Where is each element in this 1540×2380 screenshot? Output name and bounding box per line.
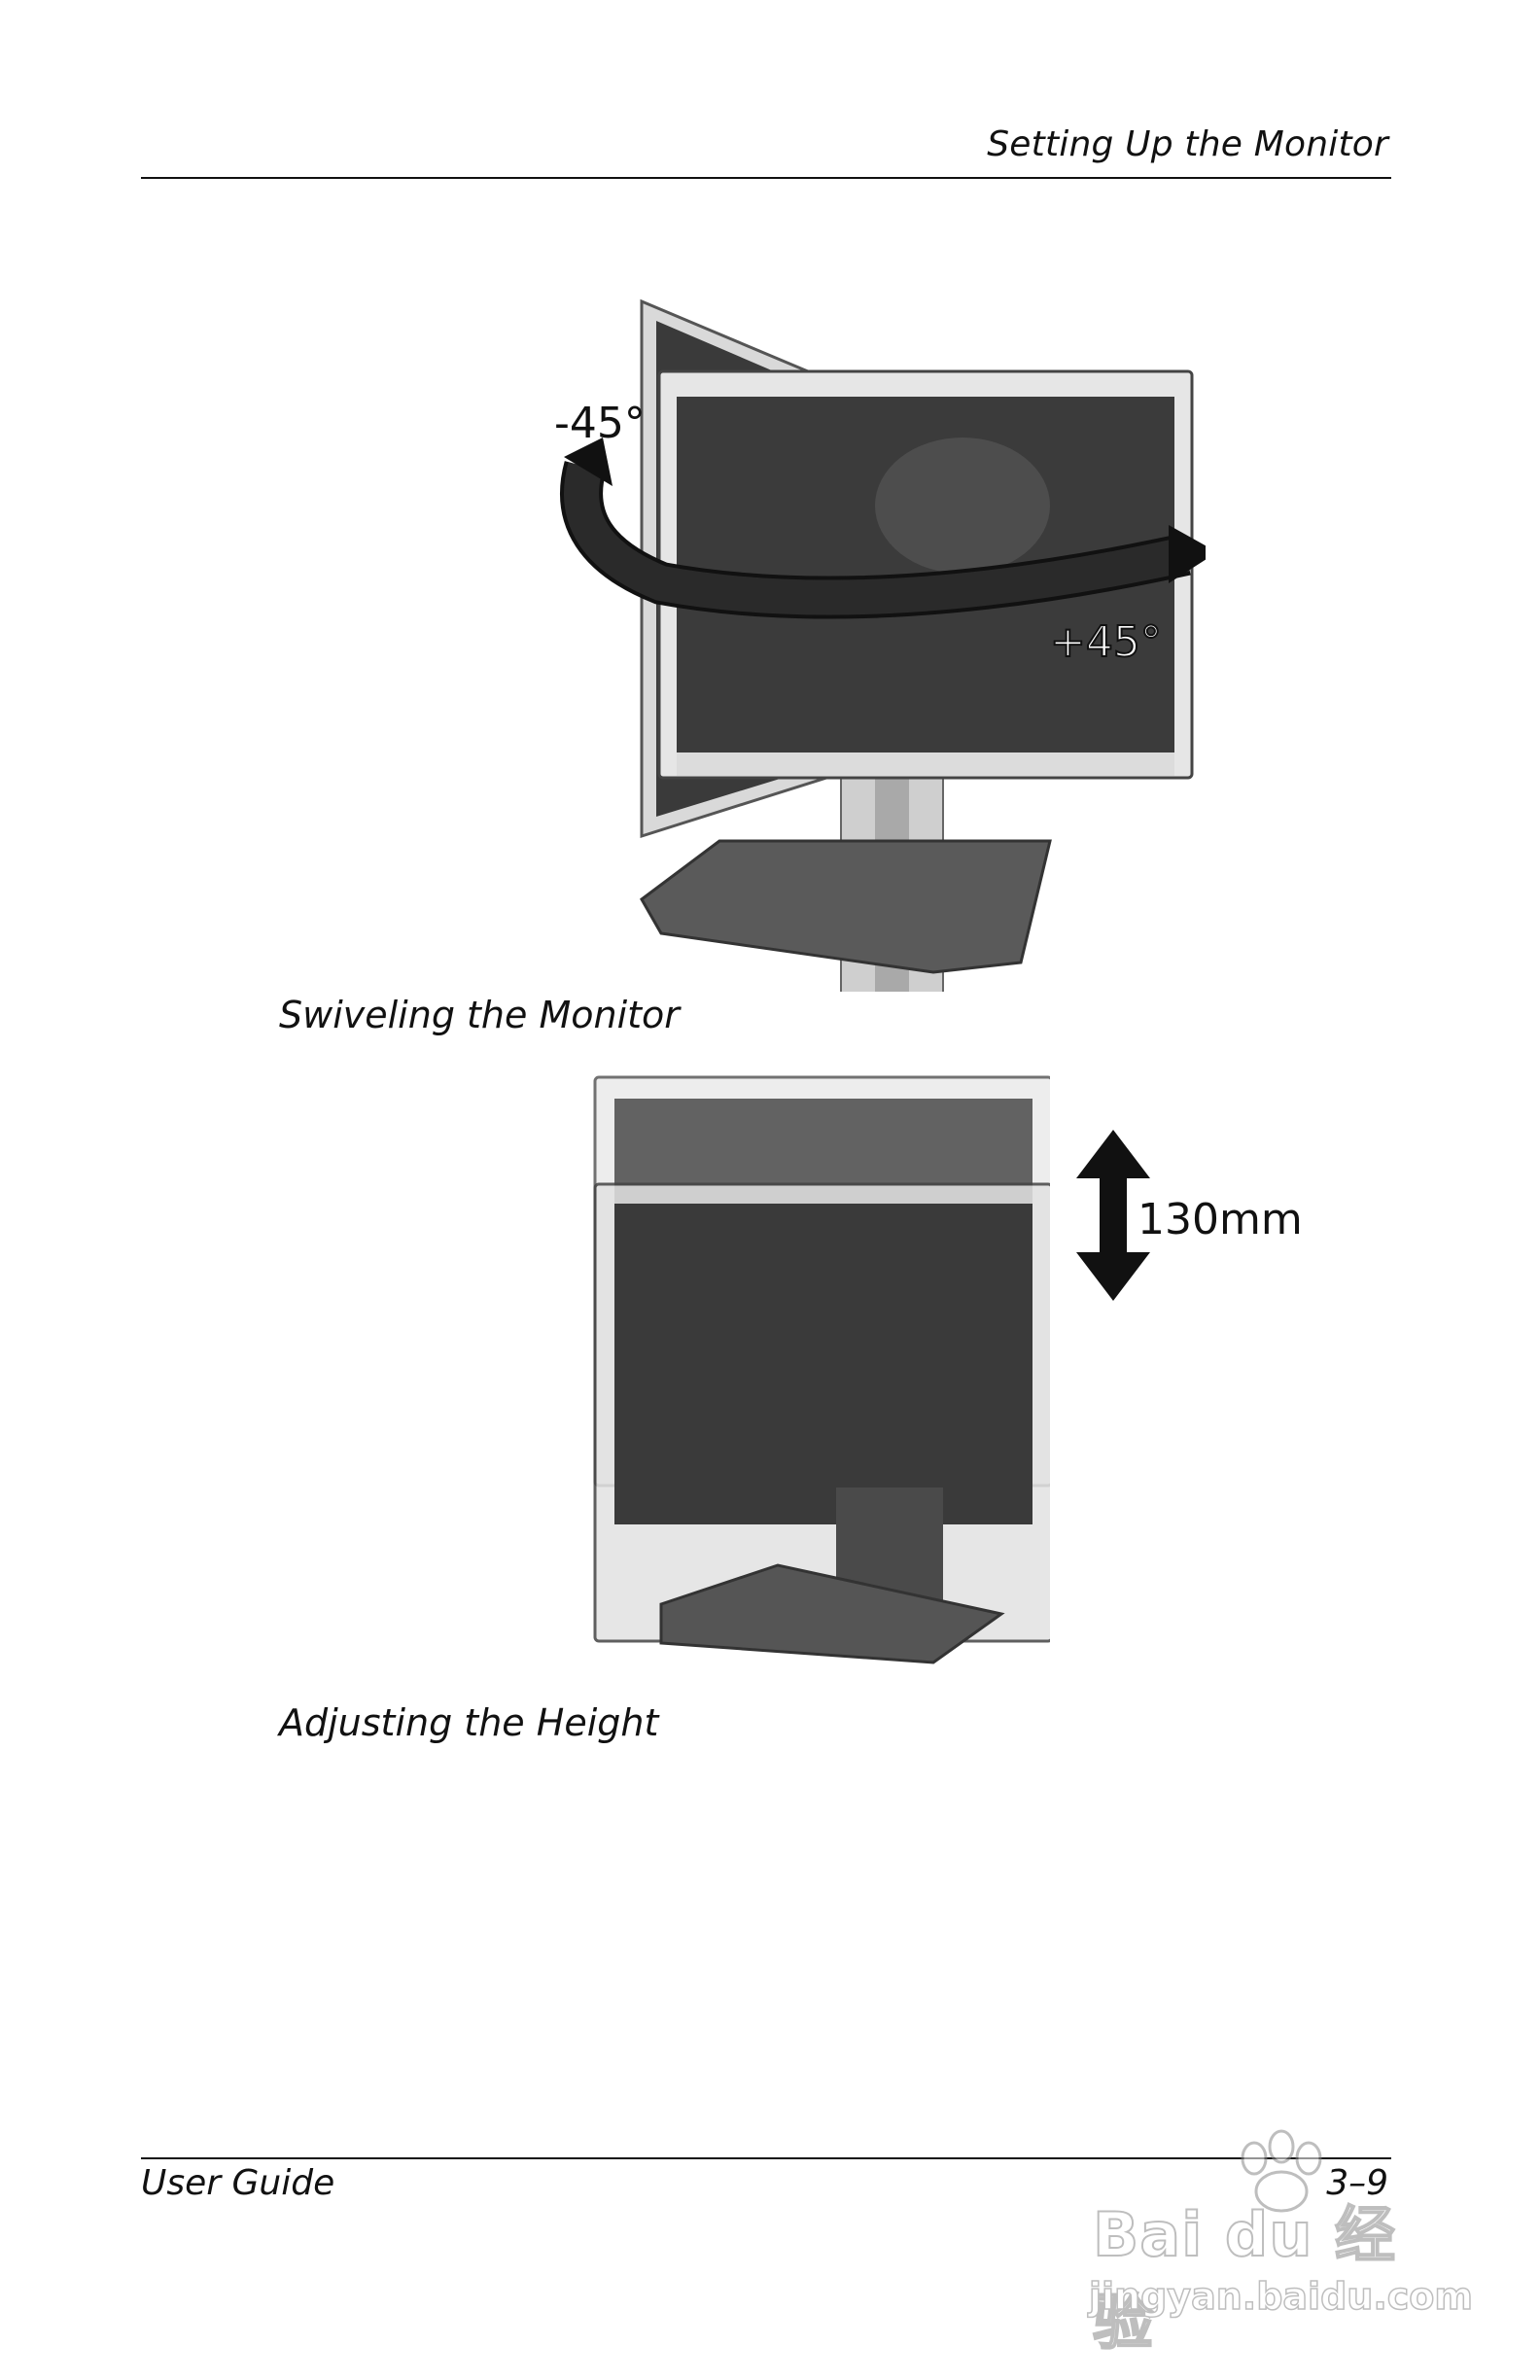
angle-label-right: +45° [1050,617,1162,667]
paw-logo-icon [1241,2129,1322,2213]
height-arrow [1076,1130,1150,1301]
height-illustration [593,1075,1050,1664]
baidu-watermark: Bai du 经验 jingyan.baidu.com [1079,2129,1474,2362]
watermark-url: jingyan.baidu.com [1088,2274,1474,2319]
figure-caption: Swiveling the Monitor [279,994,680,1036]
header-rule [141,177,1391,179]
page-header-title: Setting Up the Monitor [987,124,1388,164]
angle-label-left: -45° [554,399,646,448]
footer-document-name: User Guide [141,2163,335,2203]
page-number: 3–9 [1326,2163,1388,2203]
swivel-labels: -45° +45° [554,399,1163,668]
height-label: 130mm [1138,1195,1303,1244]
figure-caption: Adjusting the Height [279,1701,659,1744]
swivel-illustration [560,298,1206,992]
footer-rule [141,2157,1391,2159]
height-label-svg: 130mm [1138,1195,1303,1244]
watermark-brand: Bai du 经验 [1092,2198,1397,2359]
